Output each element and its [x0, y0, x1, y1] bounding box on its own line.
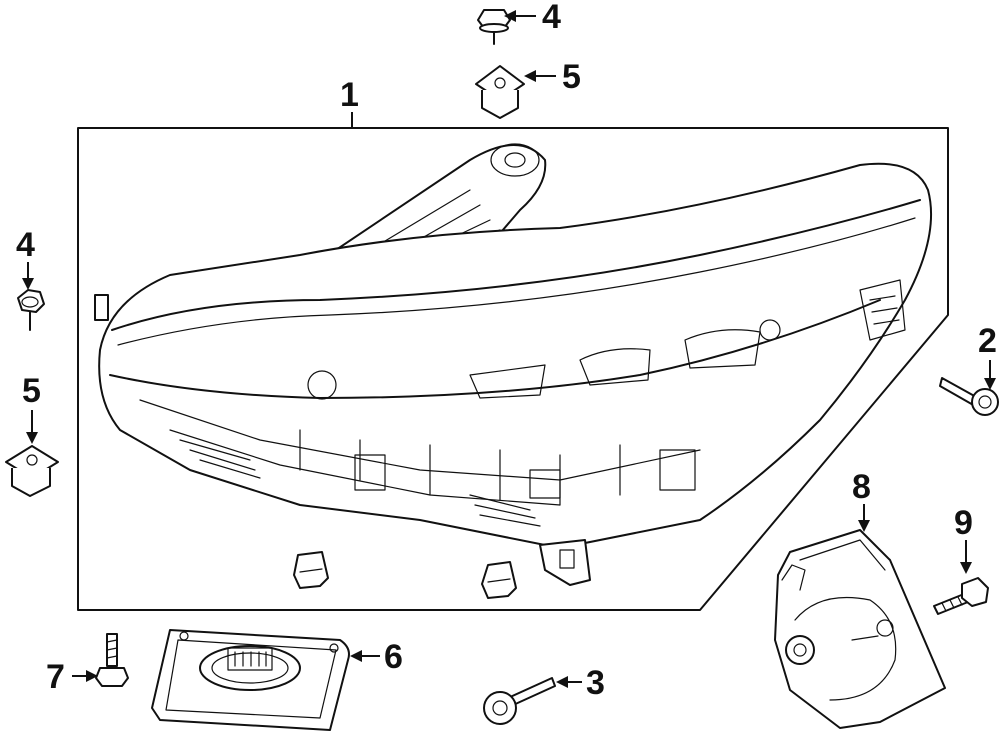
- callout-1: 1: [340, 76, 359, 114]
- callout-4-top: 4: [542, 0, 561, 36]
- clip-nut-icon: [475, 65, 525, 119]
- clip-nut-icon: [5, 445, 59, 497]
- callout-9: 9: [954, 504, 973, 542]
- callout-5-top: 5: [562, 58, 581, 96]
- leveling-actuator-icon: [774, 529, 946, 729]
- callout-2: 2: [978, 322, 997, 360]
- callout-8: 8: [852, 468, 871, 506]
- screw-icon: [933, 577, 989, 615]
- callout-3: 3: [586, 664, 605, 702]
- bolt-icon: [95, 633, 129, 687]
- headlamp-assembly: [94, 143, 933, 586]
- bolt-icon: [939, 377, 999, 416]
- retaining-clip: [293, 551, 329, 589]
- screw-icon: [17, 289, 45, 331]
- bolt-icon: [483, 677, 556, 725]
- callout-5-left: 5: [22, 372, 41, 410]
- callout-6: 6: [384, 638, 403, 676]
- assembly-outline: [77, 127, 949, 611]
- leader-lines: [22, 10, 996, 688]
- screw-icon: [477, 9, 511, 45]
- callout-7: 7: [46, 658, 65, 696]
- retaining-clip: [481, 561, 517, 599]
- control-module-icon: [151, 629, 350, 731]
- callout-4-left: 4: [16, 226, 35, 264]
